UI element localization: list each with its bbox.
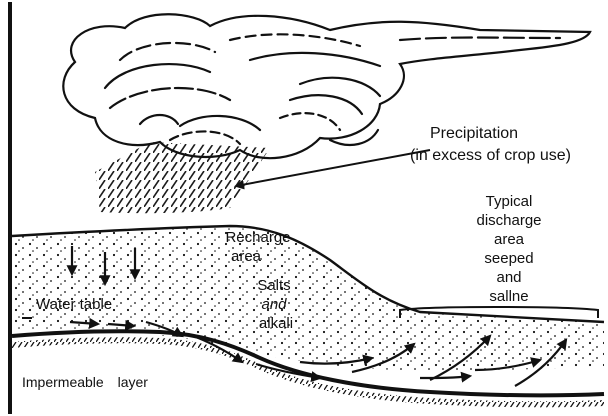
discharge-saline-label: sallne [489,289,528,304]
discharge-area-label: area [494,232,524,247]
recharge-label: Recharge [225,230,290,245]
alkali-label: alkali [259,316,293,331]
precipitation-sublabel: (in excess of crop use) [410,148,571,164]
discharge-label: discharge [476,213,541,228]
precipitation-label: Precipitation [430,126,518,142]
left-border [8,2,12,414]
salts-and-label: and [261,297,286,312]
impermeable-layer-label: Impermeable layer [22,375,148,389]
discharge-and-label: and [496,270,521,285]
recharge-area-label: area [231,249,261,264]
rain-hatch [95,142,270,213]
water-table-label: Water table [36,297,112,312]
salts-label: Salts [257,278,290,293]
discharge-seeped-label: seeped [484,251,533,266]
discharge-typical-label: Typical [486,194,533,209]
